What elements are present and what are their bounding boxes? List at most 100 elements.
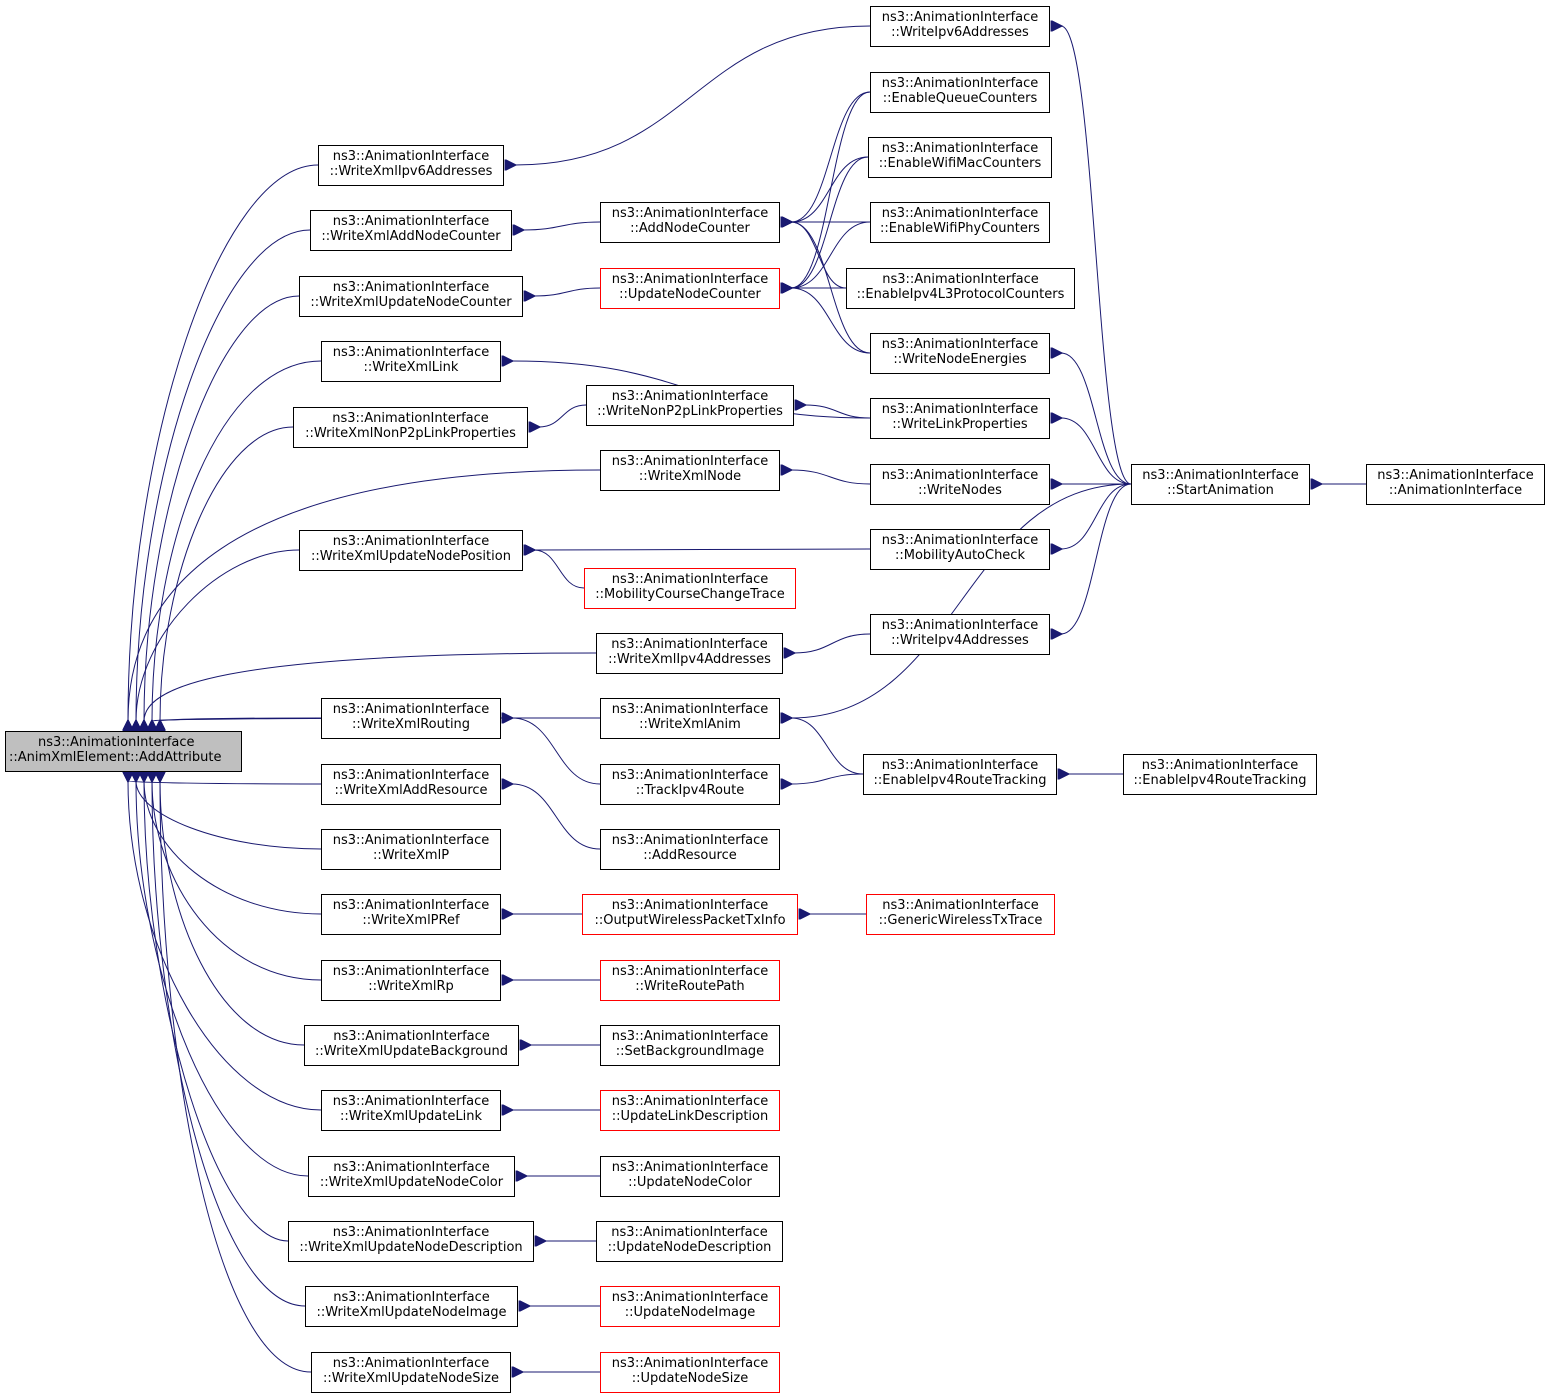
node-write-xml-non-p2p-link-properties[interactable]: ns3::AnimationInterface::WriteXmlNonP2pL…	[293, 407, 528, 448]
node-box	[600, 960, 780, 1001]
node-update-node-size[interactable]: ns3::AnimationInterface::UpdateNodeSize	[600, 1352, 780, 1393]
node-write-ipv6-addresses[interactable]: ns3::AnimationInterface::WriteIpv6Addres…	[870, 6, 1050, 47]
node-write-ipv4-addresses[interactable]: ns3::AnimationInterface::WriteIpv4Addres…	[870, 614, 1050, 655]
node-box	[304, 1025, 519, 1066]
node-write-xml-update-node-counter[interactable]: ns3::AnimationInterface::WriteXmlUpdateN…	[299, 276, 523, 317]
node-box	[582, 894, 798, 935]
node-label-1: ns3::AnimationInterface	[612, 1094, 769, 1109]
node-enable-ipv4-route-tracking[interactable]: ns3::AnimationInterface::EnableIpv4Route…	[863, 754, 1057, 795]
node-enable-wifi-phy-counters[interactable]: ns3::AnimationInterface::EnableWifiPhyCo…	[870, 202, 1050, 243]
node-label-2: ::EnableWifiMacCounters	[879, 156, 1042, 171]
node-write-xml-update-node-position[interactable]: ns3::AnimationInterface::WriteXmlUpdateN…	[299, 530, 523, 571]
node-label-2: ::UpdateNodeDescription	[608, 1240, 772, 1255]
node-label-2: ::MobilityCourseChangeTrace	[595, 587, 784, 602]
edge-enable-ipv4-route-tracking-to-track-ipv4-route	[791, 773, 864, 784]
node-label-2: ::EnableIpv4RouteTracking	[874, 773, 1047, 788]
node-write-nodes[interactable]: ns3::AnimationInterface::WriteNodes	[870, 464, 1050, 505]
node-add-node-counter[interactable]: ns3::AnimationInterface::AddNodeCounter	[600, 202, 780, 243]
node-write-xml-link[interactable]: ns3::AnimationInterface::WriteXmlLink	[321, 341, 501, 382]
node-label-1: ns3::AnimationInterface	[38, 735, 195, 750]
node-output-wireless-packet-tx-info[interactable]: ns3::AnimationInterface::OutputWirelessP…	[582, 894, 798, 935]
edge-start-animation-to-write-link-properties	[1061, 418, 1132, 485]
node-add-attribute[interactable]: ns3::AnimationInterface::AnimXmlElement:…	[5, 731, 242, 772]
edge-start-animation-to-write-ipv6-addresses	[1061, 26, 1132, 485]
node-update-node-counter[interactable]: ns3::AnimationInterface::UpdateNodeCount…	[600, 268, 780, 309]
node-box	[1131, 464, 1310, 505]
node-write-xml-update-node-color[interactable]: ns3::AnimationInterface::WriteXmlUpdateN…	[308, 1156, 515, 1197]
node-label-2: ::WriteXmlUpdateNodeSize	[323, 1371, 499, 1386]
node-label-2: ::EnableIpv4L3ProtocolCounters	[857, 287, 1065, 302]
node-update-node-color[interactable]: ns3::AnimationInterface::UpdateNodeColor	[600, 1156, 780, 1197]
node-write-xml-add-resource[interactable]: ns3::AnimationInterface::WriteXmlAddReso…	[321, 764, 501, 805]
node-write-xml-routing[interactable]: ns3::AnimationInterface::WriteXmlRouting	[321, 698, 501, 739]
node-box	[1366, 464, 1545, 505]
edge-write-xml-ipv6-addresses-to-add-attribute	[128, 164, 319, 721]
node-enable-ipv4-l3-protocol-counters[interactable]: ns3::AnimationInterface::EnableIpv4L3Pro…	[846, 268, 1075, 309]
node-label-1: ns3::AnimationInterface	[612, 454, 769, 469]
node-box	[299, 530, 523, 571]
node-label-1: ns3::AnimationInterface	[612, 768, 769, 783]
edge-enable-wifi-mac-counters-to-update-node-counter	[791, 156, 869, 288]
node-start-animation[interactable]: ns3::AnimationInterface::StartAnimation	[1131, 464, 1310, 505]
node-write-xml-add-node-counter[interactable]: ns3::AnimationInterface::WriteXmlAddNode…	[310, 210, 512, 251]
node-label-1: ns3::AnimationInterface	[333, 833, 490, 848]
edge-write-xml-update-link-to-add-attribute	[128, 781, 322, 1111]
node-box	[600, 202, 780, 243]
node-mobility-auto-check[interactable]: ns3::AnimationInterface::MobilityAutoChe…	[870, 529, 1050, 570]
node-write-xml-rp[interactable]: ns3::AnimationInterface::WriteXmlRp	[321, 960, 501, 1001]
node-label-1: ns3::AnimationInterface	[882, 272, 1039, 287]
node-box	[1123, 754, 1317, 795]
node-label-1: ns3::AnimationInterface	[333, 702, 490, 717]
node-box	[321, 960, 501, 1001]
node-label-2: ::UpdateNodeImage	[625, 1305, 755, 1320]
node-write-xml-update-link[interactable]: ns3::AnimationInterface::WriteXmlUpdateL…	[321, 1090, 501, 1131]
edge-mobility-auto-check-to-write-xml-update-node-position	[534, 549, 871, 550]
node-write-node-energies[interactable]: ns3::AnimationInterface::WriteNodeEnergi…	[870, 333, 1050, 374]
node-write-xml-update-node-size[interactable]: ns3::AnimationInterface::WriteXmlUpdateN…	[311, 1352, 511, 1393]
node-animation-interface[interactable]: ns3::AnimationInterface::AnimationInterf…	[1366, 464, 1545, 505]
node-label-1: ns3::AnimationInterface	[882, 402, 1039, 417]
node-set-background-image[interactable]: ns3::AnimationInterface::SetBackgroundIm…	[600, 1025, 780, 1066]
node-update-node-image[interactable]: ns3::AnimationInterface::UpdateNodeImage	[600, 1286, 780, 1327]
edge-enable-ipv4-l3-protocol-counters-to-add-node-counter	[791, 222, 847, 289]
node-track-ipv4-route[interactable]: ns3::AnimationInterface::TrackIpv4Route	[600, 764, 780, 805]
node-write-xml-anim[interactable]: ns3::AnimationInterface::WriteXmlAnim	[600, 698, 780, 739]
node-enable-wifi-mac-counters[interactable]: ns3::AnimationInterface::EnableWifiMacCo…	[868, 137, 1052, 178]
node-label-2: ::EnableQueueCounters	[883, 91, 1038, 106]
node-write-xml-p-ref[interactable]: ns3::AnimationInterface::WriteXmlPRef	[321, 894, 501, 935]
node-add-resource[interactable]: ns3::AnimationInterface::AddResource	[600, 829, 780, 870]
node-box	[310, 210, 512, 251]
node-write-xml-update-node-description[interactable]: ns3::AnimationInterface::WriteXmlUpdateN…	[288, 1221, 534, 1262]
node-write-xml-update-node-image[interactable]: ns3::AnimationInterface::WriteXmlUpdateN…	[305, 1286, 518, 1327]
node-label-1: ns3::AnimationInterface	[612, 572, 769, 587]
node-write-route-path[interactable]: ns3::AnimationInterface::WriteRoutePath	[600, 960, 780, 1001]
node-label-2: ::WriteXmlRp	[368, 979, 454, 994]
node-mobility-course-change-trace[interactable]: ns3::AnimationInterface::MobilityCourseC…	[584, 568, 796, 609]
edge-write-non-p2p-link-properties-to-write-xml-non-p2p-link-properties	[539, 404, 587, 427]
node-label-2: ::WriteXmlLink	[364, 360, 459, 375]
node-enable-queue-counters[interactable]: ns3::AnimationInterface::EnableQueueCoun…	[870, 72, 1050, 113]
node-enable-ipv4-route-tracking-2[interactable]: ns3::AnimationInterface::EnableIpv4Route…	[1123, 754, 1317, 795]
node-label-2: ::WriteIpv4Addresses	[891, 633, 1029, 648]
node-box	[600, 1286, 780, 1327]
node-write-non-p2p-link-properties[interactable]: ns3::AnimationInterface::WriteNonP2pLink…	[586, 385, 794, 426]
node-update-link-description[interactable]: ns3::AnimationInterface::UpdateLinkDescr…	[600, 1090, 780, 1131]
node-box	[600, 1156, 780, 1197]
node-write-xml-p[interactable]: ns3::AnimationInterface::WriteXmlP	[321, 829, 501, 870]
node-update-node-description[interactable]: ns3::AnimationInterface::UpdateNodeDescr…	[596, 1221, 783, 1262]
node-label-2: ::AnimationInterface	[1389, 483, 1522, 498]
node-write-xml-update-background[interactable]: ns3::AnimationInterface::WriteXmlUpdateB…	[304, 1025, 519, 1066]
node-box	[870, 333, 1050, 374]
node-label-2: ::TrackIpv4Route	[636, 783, 745, 798]
edge-write-xml-update-node-size-to-add-attribute	[160, 781, 312, 1373]
node-write-xml-node[interactable]: ns3::AnimationInterface::WriteXmlNode	[600, 450, 780, 491]
edge-start-animation-to-write-node-energies	[1061, 353, 1132, 485]
node-write-xml-ipv6-addresses[interactable]: ns3::AnimationInterface::WriteXmlIpv6Add…	[318, 145, 504, 186]
node-box	[870, 529, 1050, 570]
node-write-xml-ipv4-addresses[interactable]: ns3::AnimationInterface::WriteXmlIpv4Add…	[596, 633, 783, 674]
node-label-1: ns3::AnimationInterface	[882, 337, 1039, 352]
edge-write-xml-update-background-to-add-attribute	[160, 781, 305, 1046]
node-generic-wireless-tx-trace[interactable]: ns3::AnimationInterface::GenericWireless…	[866, 894, 1055, 935]
node-write-link-properties[interactable]: ns3::AnimationInterface::WriteLinkProper…	[870, 398, 1050, 439]
node-label-2: ::WriteXmlAnim	[639, 717, 741, 732]
